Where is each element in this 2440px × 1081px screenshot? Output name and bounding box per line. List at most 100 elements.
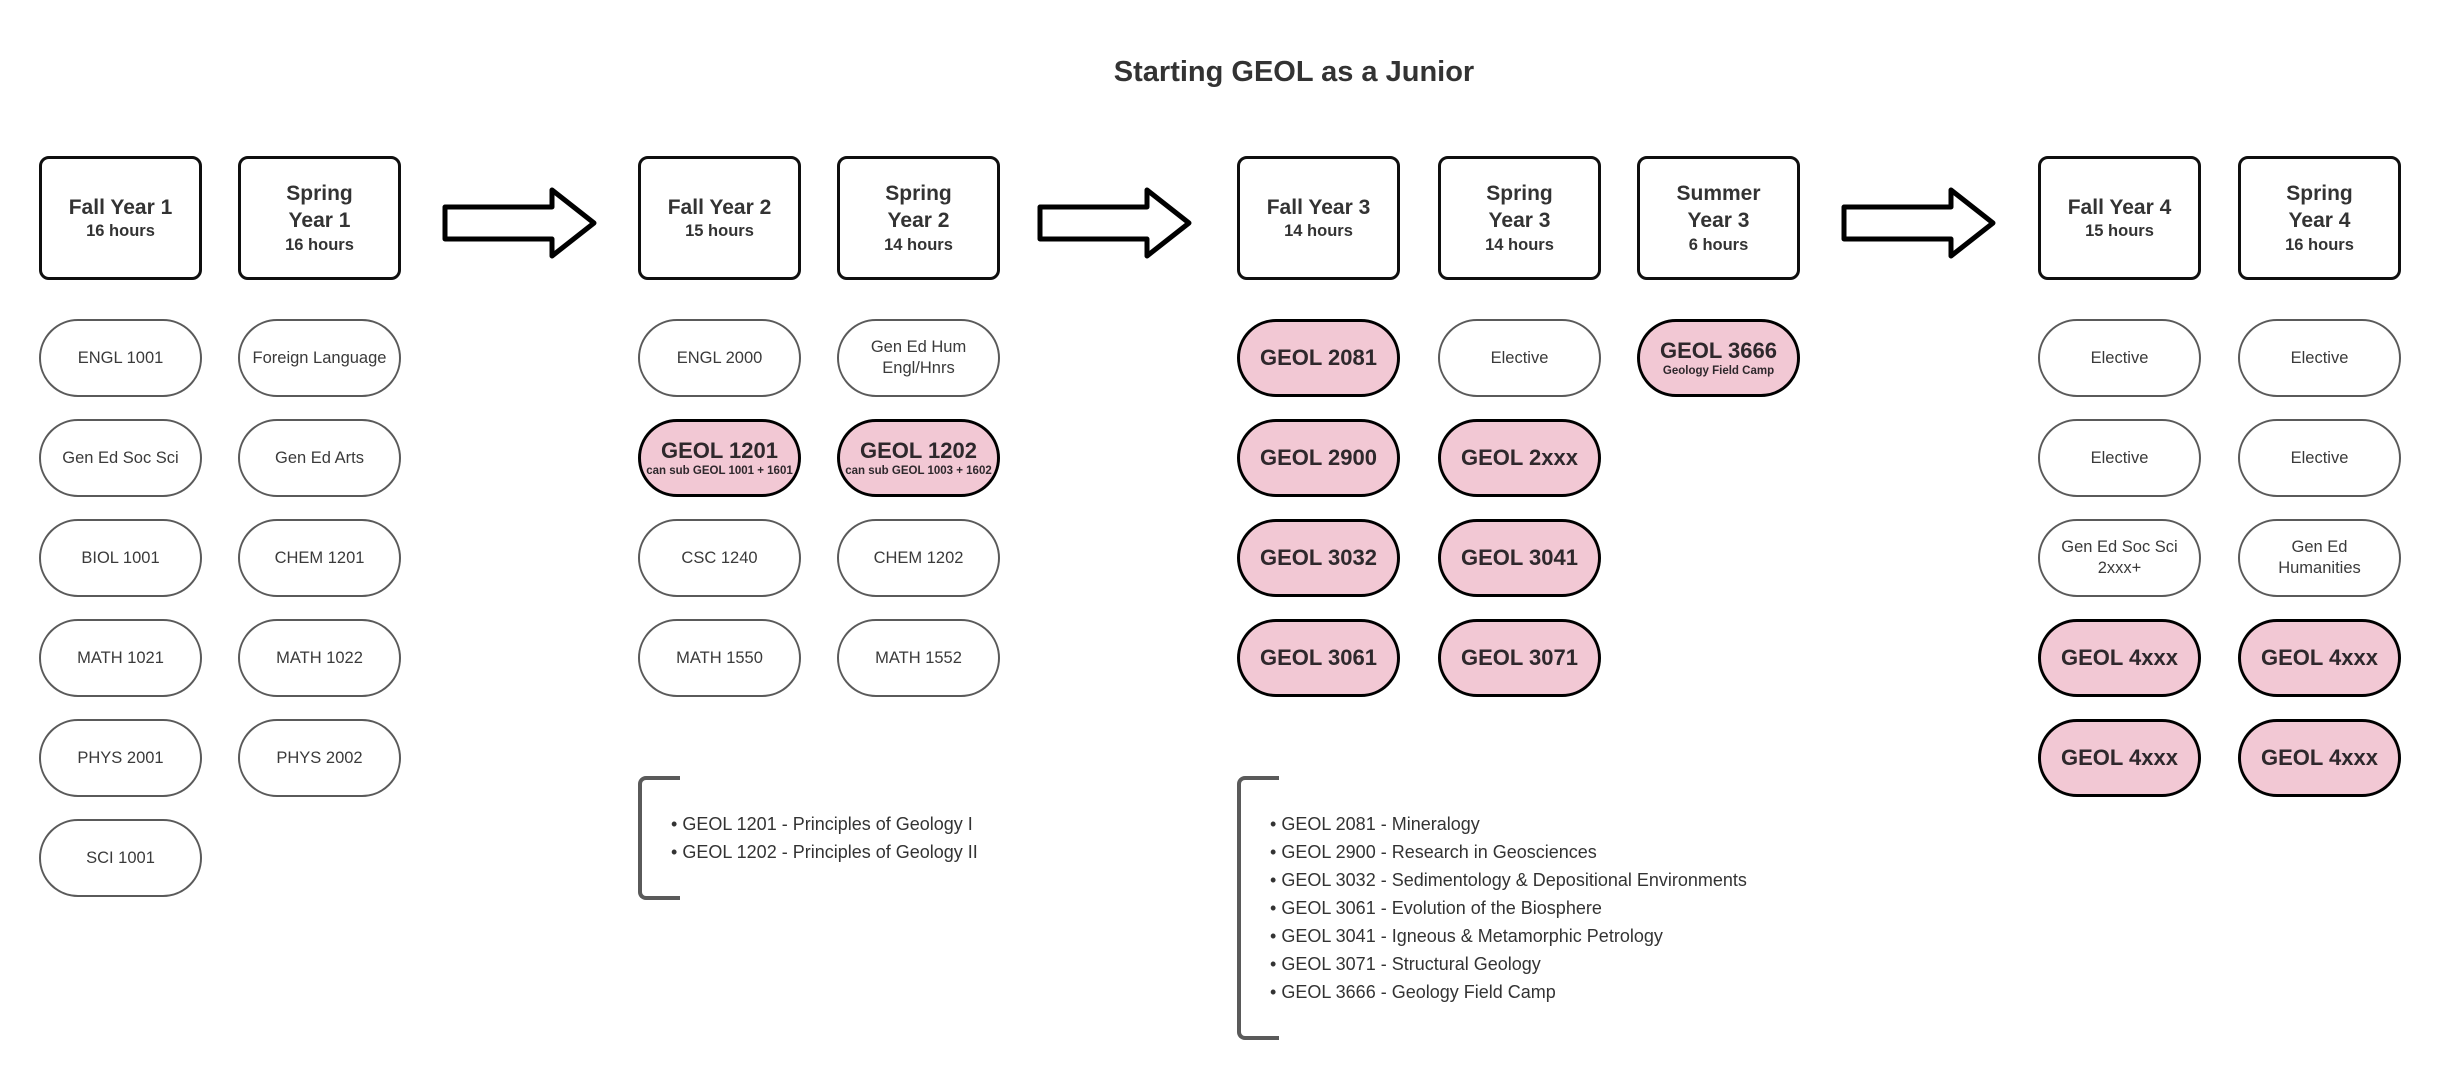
course-pill: Elective xyxy=(2038,319,2201,397)
course-list: Elective GEOL 2xxx GEOL 3041 GEOL 3071 xyxy=(1438,319,1601,697)
course-label: CSC 1240 xyxy=(681,548,758,567)
course-label: GEOL 4xxx xyxy=(2061,745,2178,771)
course-pill: BIOL 1001 xyxy=(39,519,202,597)
course-label: GEOL 3071 xyxy=(1461,645,1578,671)
semester-title: Spring Year 1 xyxy=(286,182,353,232)
semester-header-spring-year-4: Spring Year 4 16 hours xyxy=(2238,156,2401,280)
course-label: GEOL 3041 xyxy=(1461,545,1578,571)
course-list: Elective Elective Gen Ed Humanities GEOL… xyxy=(2238,319,2401,797)
course-pill: Elective xyxy=(2238,419,2401,497)
course-label: Gen Ed Soc Sci 2xxx+ xyxy=(2061,538,2178,577)
course-label: ENGL 2000 xyxy=(676,348,763,367)
course-legend: GEOL 2081 - MineralogyGEOL 2900 - Resear… xyxy=(1237,776,1747,1040)
semester-column-fall-year-1: Fall Year 1 16 hours ENGL 1001 Gen Ed So… xyxy=(39,156,202,897)
semester-header-spring-year-1: Spring Year 1 16 hours xyxy=(238,156,401,280)
semester-title: Spring Year 4 xyxy=(2286,182,2353,232)
course-pill: PHYS 2001 xyxy=(39,719,202,797)
course-label: Gen Ed Humanities xyxy=(2278,538,2361,577)
legend-item: GEOL 3032 - Sedimentology & Depositional… xyxy=(1270,866,1747,894)
semester-header-spring-year-3: Spring Year 3 14 hours xyxy=(1438,156,1601,280)
course-list: ENGL 1001 Gen Ed Soc Sci BIOL 1001 MATH … xyxy=(39,319,202,897)
semester-title: Fall Year 1 xyxy=(68,195,173,219)
semester-hours: 15 hours xyxy=(2085,222,2154,241)
course-label: GEOL 4xxx xyxy=(2261,645,2378,671)
course-pill: GEOL 4xxx xyxy=(2238,719,2401,797)
course-pill: GEOL 1202 can sub GEOL 1003 + 1602 xyxy=(837,419,1000,497)
page-title: Starting GEOL as a Junior xyxy=(1113,56,1475,88)
semester-header-fall-year-3: Fall Year 3 14 hours xyxy=(1237,156,1400,280)
semester-hours: 14 hours xyxy=(1284,222,1353,241)
semester-column-summer-year-3: Summer Year 3 6 hours GEOL 3666 Geology … xyxy=(1637,156,1800,397)
course-label: Gen Ed Soc Sci xyxy=(62,448,179,467)
course-label: ENGL 1001 xyxy=(77,348,164,367)
semester-title: Summer Year 3 xyxy=(1676,182,1761,232)
course-list: Foreign Language Gen Ed Arts CHEM 1201 M… xyxy=(238,319,401,797)
semester-hours: 16 hours xyxy=(2285,235,2354,254)
course-label: Elective xyxy=(2290,448,2349,467)
course-label: GEOL 1202 xyxy=(860,437,977,463)
bracket-icon xyxy=(1237,776,1279,1040)
course-pill: GEOL 3032 xyxy=(1237,519,1400,597)
course-pill: CHEM 1202 xyxy=(837,519,1000,597)
course-label: GEOL 2081 xyxy=(1260,345,1377,371)
course-pill: GEOL 4xxx xyxy=(2038,719,2201,797)
course-pill: MATH 1021 xyxy=(39,619,202,697)
semester-hours: 6 hours xyxy=(1688,235,1749,254)
course-pill: ENGL 2000 xyxy=(638,319,801,397)
course-list: Gen Ed Hum Engl/Hnrs GEOL 1202 can sub G… xyxy=(837,319,1000,697)
course-pill: MATH 1550 xyxy=(638,619,801,697)
bracket-icon xyxy=(638,776,680,900)
semester-header-summer-year-3: Summer Year 3 6 hours xyxy=(1637,156,1800,280)
course-pill: Gen Ed Humanities xyxy=(2238,519,2401,597)
course-label: GEOL 1201 xyxy=(661,437,778,463)
semester-title: Fall Year 2 xyxy=(667,195,772,219)
semester-header-fall-year-4: Fall Year 4 15 hours xyxy=(2038,156,2201,280)
course-pill: CSC 1240 xyxy=(638,519,801,597)
course-label: PHYS 2002 xyxy=(276,748,363,767)
course-pill: GEOL 2xxx xyxy=(1438,419,1601,497)
semester-hours: 16 hours xyxy=(285,235,354,254)
course-legend: GEOL 1201 - Principles of Geology IGEOL … xyxy=(638,776,978,900)
course-pill: GEOL 3061 xyxy=(1237,619,1400,697)
course-label: CHEM 1202 xyxy=(873,548,964,567)
legend-item: GEOL 1202 - Principles of Geology II xyxy=(671,838,977,866)
course-pill: GEOL 3071 xyxy=(1438,619,1601,697)
legend-item: GEOL 2900 - Research in Geosciences xyxy=(1270,838,1747,866)
semester-hours: 14 hours xyxy=(884,235,953,254)
course-subtext: Geology Field Camp xyxy=(1662,365,1775,378)
course-pill: CHEM 1201 xyxy=(238,519,401,597)
semester-column-spring-year-4: Spring Year 4 16 hours Elective Elective… xyxy=(2238,156,2401,797)
course-label: Foreign Language xyxy=(252,348,387,367)
course-label: Gen Ed Arts xyxy=(275,448,364,467)
course-pill: GEOL 3041 xyxy=(1438,519,1601,597)
semester-title: Spring Year 2 xyxy=(885,182,952,232)
course-label: Elective xyxy=(2090,448,2149,467)
course-label: CHEM 1201 xyxy=(274,548,365,567)
course-label: MATH 1022 xyxy=(276,648,363,667)
course-label: GEOL 4xxx xyxy=(2261,745,2378,771)
course-label: BIOL 1001 xyxy=(81,548,160,567)
course-list: GEOL 3666 Geology Field Camp xyxy=(1637,319,1800,397)
course-label: Gen Ed Hum Engl/Hnrs xyxy=(870,338,967,377)
legend-item-list: GEOL 1201 - Principles of Geology IGEOL … xyxy=(671,810,978,866)
semester-column-spring-year-1: Spring Year 1 16 hours Foreign Language … xyxy=(238,156,401,797)
course-label: MATH 1552 xyxy=(875,648,962,667)
course-subtext: can sub GEOL 1001 + 1601 xyxy=(646,465,793,478)
legend-item: GEOL 1201 - Principles of Geology I xyxy=(671,810,978,838)
course-pill: GEOL 2081 xyxy=(1237,319,1400,397)
semester-header-fall-year-1: Fall Year 1 16 hours xyxy=(39,156,202,280)
semester-header-spring-year-2: Spring Year 2 14 hours xyxy=(837,156,1000,280)
semester-hours: 15 hours xyxy=(685,222,754,241)
course-pill: MATH 1552 xyxy=(837,619,1000,697)
course-label: PHYS 2001 xyxy=(77,748,164,767)
course-pill: Elective xyxy=(2238,319,2401,397)
flow-arrow-icon xyxy=(440,184,600,262)
course-pill: GEOL 1201 can sub GEOL 1001 + 1601 xyxy=(638,419,801,497)
course-label: Elective xyxy=(2090,348,2149,367)
course-pill: Gen Ed Arts xyxy=(238,419,401,497)
course-label: MATH 1021 xyxy=(77,648,164,667)
legend-item: GEOL 3061 - Evolution of the Biosphere xyxy=(1270,894,1747,922)
course-label: Elective xyxy=(1490,348,1549,367)
semester-column-fall-year-3: Fall Year 3 14 hours GEOL 2081 GEOL 2900… xyxy=(1237,156,1400,697)
semester-hours: 16 hours xyxy=(86,222,155,241)
